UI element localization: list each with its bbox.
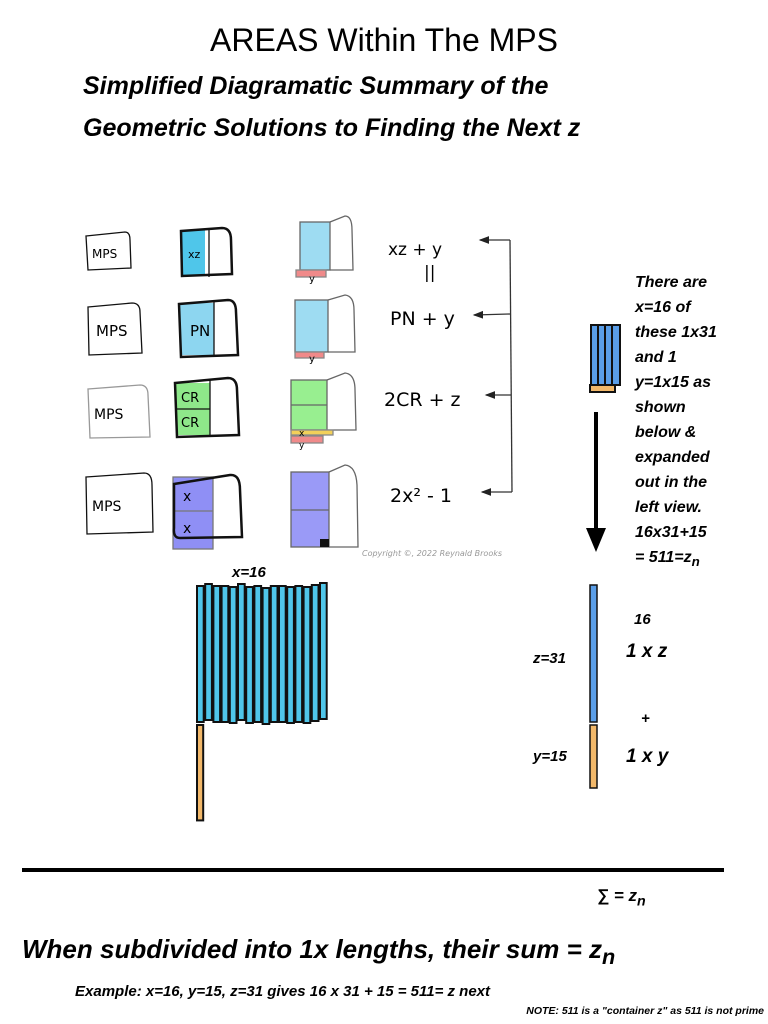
description-line: y=1x15 as [635, 374, 712, 391]
z-length-bar [253, 585, 263, 723]
term-y: 1 x y [626, 746, 669, 767]
description-line: out in the [635, 474, 707, 491]
sum-text: ∑ = z [597, 886, 637, 905]
conclusion-text: When subdivided into 1x lengths, their s… [22, 934, 603, 964]
y-bar [589, 724, 598, 789]
formula-2: PN + y [390, 308, 455, 330]
z-length-bar [319, 582, 328, 720]
down-arrow-icon [586, 412, 606, 552]
note: NOTE: 511 is a "container z" as 511 is n… [526, 1005, 764, 1017]
z-label: z=31 [533, 650, 566, 667]
subtitle-line-1: Simplified Diagramatic Summary of the [83, 72, 549, 100]
subscript: n [691, 554, 700, 570]
description-line: 16x31+15 [635, 524, 707, 541]
z-length-bar [294, 585, 304, 723]
description-line: There are [635, 274, 708, 291]
strip-label: x [299, 429, 305, 439]
count-label: 16 [634, 611, 651, 628]
inner-label: CR [181, 391, 199, 406]
description-line: shown [635, 399, 686, 416]
mps-label: MPS [96, 322, 128, 340]
inner-label: CR [181, 416, 199, 431]
mps-inner-box [172, 473, 244, 540]
plus-sign: + [641, 710, 650, 727]
z-length-bar [278, 585, 287, 723]
mps-box [85, 231, 132, 271]
inner-label: x [183, 489, 191, 505]
description: There are x=16 of these 1x31 and 1 y=1x1… [635, 270, 765, 574]
z-length-bar [245, 586, 254, 724]
z-length-bar [237, 583, 246, 721]
mps-inner-box [177, 298, 240, 359]
z-length-bar [286, 586, 295, 724]
z-bar [589, 584, 598, 723]
description-text: = 511=z [635, 549, 692, 566]
sketch-row-3 [87, 372, 357, 444]
mps-box [87, 384, 151, 439]
subscript: n [637, 893, 646, 910]
inner-label: xz [188, 248, 201, 261]
example: Example: x=16, y=15, z=31 gives 16 x 31 … [75, 983, 491, 1000]
inner-label: PN [190, 322, 210, 340]
y-length-bar [196, 724, 205, 822]
formula-4: 2x² - 1 [390, 485, 452, 507]
mps-label: MPS [92, 247, 117, 261]
sketch-row-4 [85, 464, 359, 550]
expanded-bars [196, 582, 328, 822]
bracket-arrows [472, 236, 513, 496]
sketch-row-1 [85, 215, 354, 278]
mps-inner-box [179, 226, 234, 278]
z-length-bar [302, 586, 312, 724]
z-length-bar [212, 585, 222, 723]
formula-3: 2CR + z [384, 389, 461, 411]
page-title: AREAS Within The MPS [210, 22, 558, 58]
description-line: these 1x31 [635, 324, 717, 341]
z-length-bar [310, 584, 320, 722]
z-length-bar [261, 587, 271, 725]
copyright: Copyright ©, 2022 Reynald Brooks [362, 549, 502, 558]
formula-1: xz + y [388, 240, 442, 260]
z-length-bar [196, 585, 205, 723]
z-length-bar [220, 585, 230, 723]
mps-box [87, 302, 143, 356]
mini-bars [589, 324, 621, 393]
mps-label: MPS [92, 499, 122, 515]
strip-label: y [309, 274, 315, 285]
equals-sign: || [424, 263, 435, 283]
expanded-label: x=16 [231, 564, 266, 581]
description-line: = 511=zn [635, 545, 765, 574]
conclusion: When subdivided into 1x lengths, their s… [22, 934, 615, 970]
description-line: left view. [635, 499, 702, 516]
z-length-bar [269, 585, 279, 723]
mps-label: MPS [94, 407, 124, 423]
z-length-bar [204, 583, 213, 721]
description-line: and 1 [635, 349, 677, 366]
z-length-bar [228, 586, 238, 724]
subtitle-line-2: Geometric Solutions to Finding the Next … [83, 114, 581, 142]
description-line: x=16 of [635, 299, 691, 316]
description-line: below & [635, 424, 697, 441]
inner-label: x [183, 521, 191, 537]
sketch-row-2 [87, 294, 356, 359]
sum-label: ∑ = zn [597, 886, 646, 909]
term-z: 1 x z [626, 641, 668, 662]
y-label: y=15 [533, 748, 567, 765]
description-line: expanded [635, 449, 710, 466]
mps-inner-box [173, 376, 241, 439]
mps-box [85, 472, 154, 535]
strip-label: y [299, 441, 305, 451]
subscript: n [602, 944, 616, 970]
strip-label: y [309, 354, 315, 365]
